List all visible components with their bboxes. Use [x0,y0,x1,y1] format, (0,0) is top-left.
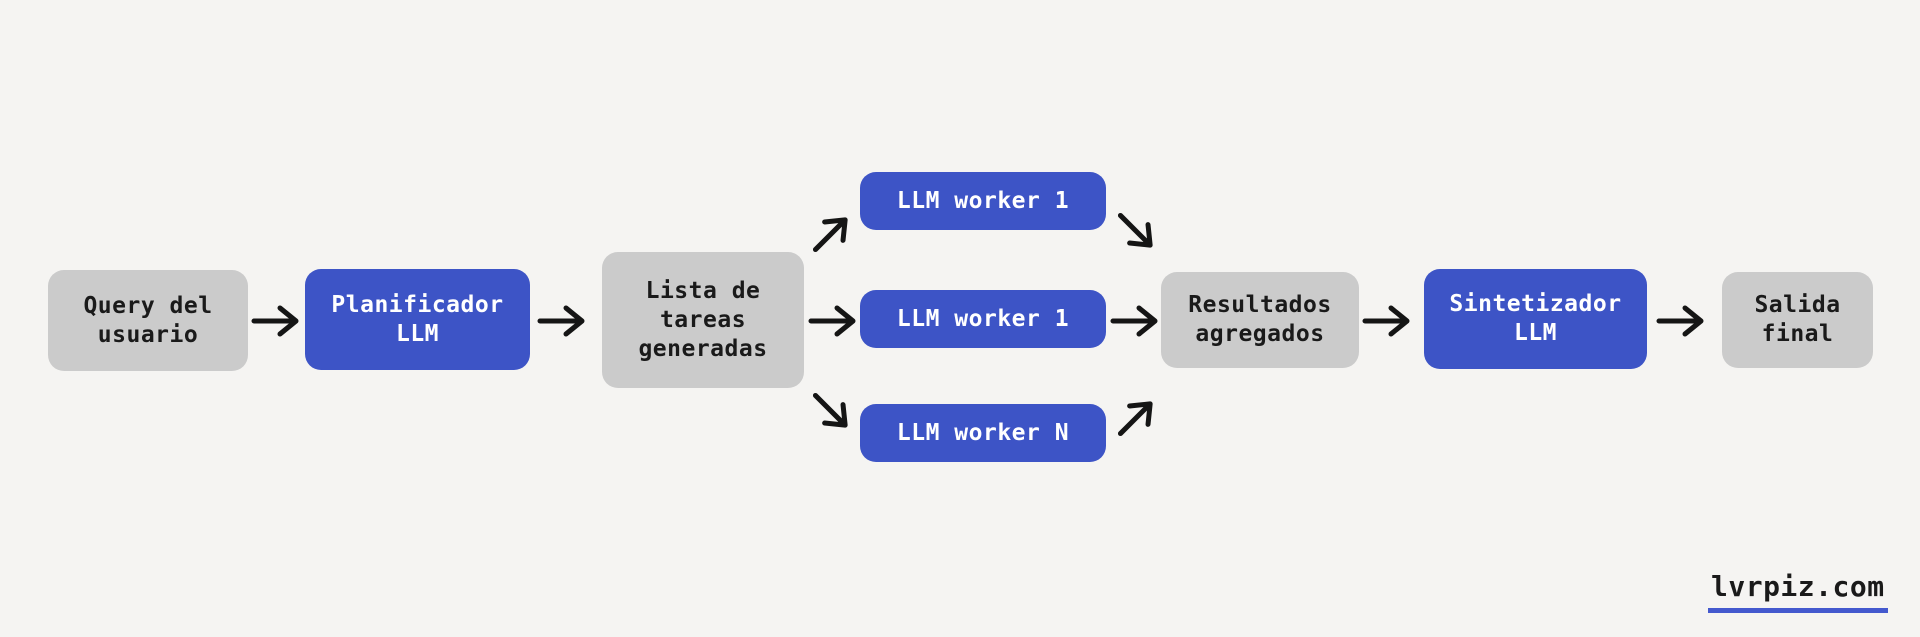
node-planner-llm-label: Planificador LLM [331,291,504,347]
node-user-query: Query del usuario [48,270,248,371]
arrow-down-right-icon [801,381,862,442]
arrow-right-icon [251,303,301,339]
node-synthesizer-llm: Sintetizador LLM [1424,269,1647,369]
node-llm-worker-1-label: LLM worker 1 [896,187,1070,214]
arrow-down-right-icon [1106,201,1167,262]
arrow-right-icon [1362,303,1412,339]
node-llm-worker-2: LLM worker 1 [860,290,1106,348]
watermark-link[interactable]: lvrpiz.com [1708,570,1888,613]
node-llm-worker-n-label: LLM worker N [896,419,1070,446]
arrow-right-icon [808,303,858,339]
arrow-up-right-icon [801,204,862,265]
node-aggregated-results: Resultados agregados [1161,272,1359,368]
node-final-output-label: Salida final [1754,292,1841,347]
arrow-right-icon [1110,303,1160,339]
node-llm-worker-n: LLM worker N [860,404,1106,462]
arrow-up-right-icon [1106,388,1167,449]
node-task-list: Lista de tareas generadas [602,252,804,388]
node-synthesizer-llm-label: Sintetizador LLM [1449,291,1622,346]
node-llm-worker-1: LLM worker 1 [860,172,1106,230]
node-planner-llm: Planificador LLM [305,269,530,370]
node-aggregated-results-label: Resultados agregados [1188,292,1332,347]
node-task-list-label: Lista de tareas generadas [638,277,768,362]
arrow-right-icon [1656,303,1706,339]
arrow-right-icon [537,303,587,339]
node-final-output: Salida final [1722,272,1873,368]
node-user-query-label: Query del usuario [83,292,213,348]
node-llm-worker-2-label: LLM worker 1 [896,305,1070,332]
